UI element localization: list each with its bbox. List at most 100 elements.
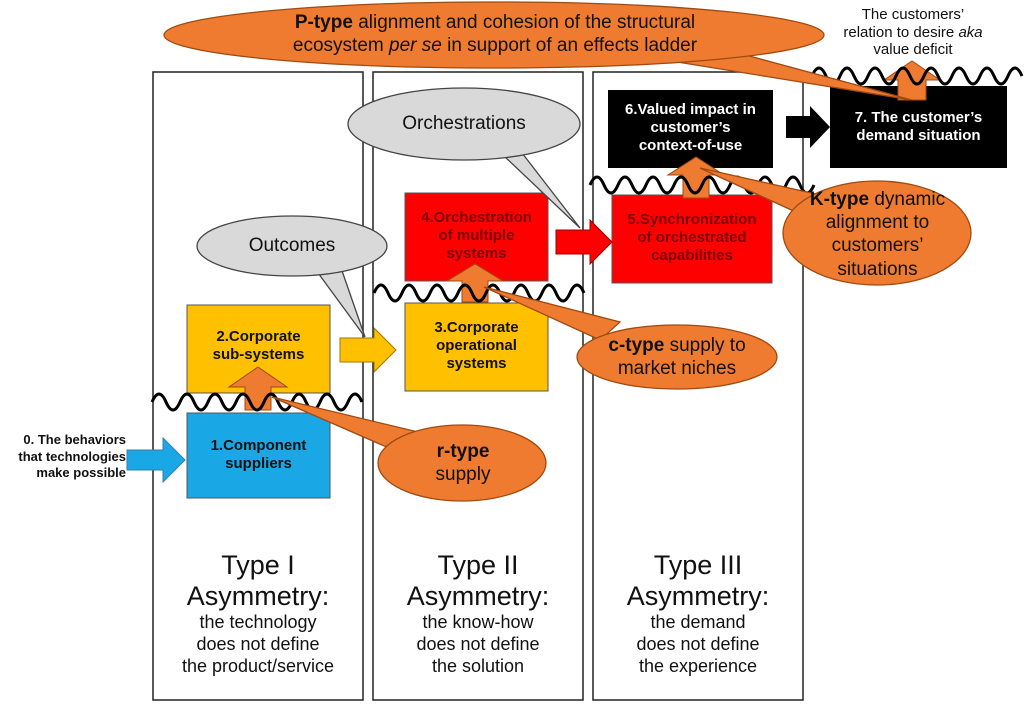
box-corporate-operational bbox=[404, 302, 549, 392]
orchestrations-callout bbox=[347, 87, 581, 161]
box-label-line: customer’s bbox=[650, 119, 731, 136]
p-type-line2a: ecosystem bbox=[292, 35, 389, 57]
k-type-line-1: K-type dynamic bbox=[790, 188, 965, 211]
box-label-line: 1.Component bbox=[210, 437, 307, 454]
box-component-suppliers bbox=[186, 412, 331, 499]
box-valued-impact bbox=[608, 90, 773, 168]
panel-desc-line: does not define bbox=[416, 634, 540, 655]
box-label-line: operational bbox=[436, 337, 517, 354]
input-arrow bbox=[126, 436, 186, 484]
up-arrow-3-4 bbox=[445, 263, 505, 303]
top-right-line-3: value deficit bbox=[873, 41, 953, 59]
arrow-6-to-7 bbox=[786, 106, 830, 148]
p-type-line-2: ecosystem per se in support of an effect… bbox=[170, 34, 820, 57]
up-arrow-5-6 bbox=[666, 156, 726, 199]
outcomes-callout bbox=[196, 215, 388, 277]
box-valued-impact-label: 6.Valued impact in customer’s context-of… bbox=[608, 101, 773, 155]
start-label-line: 0. The behaviors bbox=[23, 432, 126, 447]
panel-type-3 bbox=[592, 71, 804, 701]
box-label-line: of multiple bbox=[438, 227, 515, 244]
panel-subtitle: Asymmetry: bbox=[406, 581, 550, 612]
panel-title: Type II bbox=[437, 550, 519, 580]
box-synchronization bbox=[611, 194, 773, 284]
p-type-keyword: P-type bbox=[294, 12, 353, 33]
panel-type-2 bbox=[372, 71, 584, 701]
panel-title: Type III bbox=[653, 550, 743, 580]
c-type-line-2: market niches bbox=[617, 358, 737, 380]
panel-desc-line: the solution bbox=[431, 656, 525, 676]
up-arrow-1-2 bbox=[227, 366, 289, 411]
p-type-bubble bbox=[163, 1, 825, 69]
r-type-bubble bbox=[377, 424, 547, 502]
box-label-line: 6.Valued impact in bbox=[625, 101, 756, 118]
panel-desc-line: the know-how bbox=[422, 612, 534, 633]
r-type-keyword: r-type bbox=[436, 441, 490, 462]
r-type-line-1: r-type bbox=[388, 440, 538, 463]
arrow-4-to-5 bbox=[555, 218, 613, 266]
arrow-2-to-3 bbox=[339, 326, 397, 374]
panel-desc-line: the product/service bbox=[181, 656, 335, 676]
start-label: 0. The behaviors that technologies make … bbox=[0, 432, 126, 482]
panel-subtitle: Asymmetry: bbox=[626, 581, 770, 612]
r-type-line-2: supply bbox=[435, 464, 491, 486]
r-type-text: r-type supply bbox=[388, 440, 538, 486]
p-type-rest: alignment and cohesion of the structural bbox=[352, 12, 696, 33]
c-type-bubble-tail bbox=[483, 286, 622, 341]
top-right-line2a: relation to desire bbox=[843, 23, 959, 41]
k-type-text: K-type dynamic alignment to customers’ s… bbox=[790, 188, 965, 281]
box-label-line: capabilities bbox=[651, 247, 733, 264]
panel-caption-type-3: Type III Asymmetry: the demand does not … bbox=[593, 550, 803, 678]
k-type-rest: dynamic bbox=[869, 189, 946, 210]
c-type-text: c-type supply to market niches bbox=[582, 334, 772, 380]
k-type-line-3: customers’ bbox=[831, 235, 924, 257]
start-label-line: make possible bbox=[36, 465, 126, 481]
top-right-italic: aka bbox=[958, 23, 983, 41]
box-label-line: context-of-use bbox=[638, 137, 743, 154]
panel-desc-line: does not define bbox=[636, 634, 760, 655]
k-type-line-2: alignment to bbox=[825, 212, 930, 234]
box-label-line: 3.Corporate bbox=[434, 319, 519, 336]
k-type-line-4: situations bbox=[837, 258, 918, 280]
c-type-keyword: c-type bbox=[608, 335, 665, 356]
panel-desc-line: the experience bbox=[638, 656, 758, 676]
box-demand-situation-label: 7. The customer’s demand situation bbox=[830, 109, 1007, 145]
top-right-line-2: relation to desire aka bbox=[818, 24, 1008, 42]
p-type-text: P-type alignment and cohesion of the str… bbox=[170, 11, 820, 57]
panel-desc-line: does not define bbox=[196, 634, 320, 655]
panel-subtitle: Asymmetry: bbox=[186, 581, 330, 612]
box-corporate-subsystems-label: 2.Corporate sub-systems bbox=[187, 328, 330, 364]
box-label-line: 5.Synchronization bbox=[627, 211, 757, 228]
box-component-suppliers-label: 1.Component suppliers bbox=[187, 437, 330, 473]
wave-type-1 bbox=[150, 392, 364, 412]
box-label-line: systems bbox=[446, 355, 507, 372]
k-type-bubble bbox=[782, 180, 972, 286]
wave-demand bbox=[810, 66, 1024, 86]
panel-title: Type I bbox=[221, 550, 295, 580]
outcomes-label: Outcomes bbox=[248, 235, 336, 256]
panel-caption-type-2: Type II Asymmetry: the know-how does not… bbox=[373, 550, 583, 678]
box-label-line: 4.Orchestration bbox=[421, 209, 532, 226]
box-label-line: sub-systems bbox=[212, 346, 305, 363]
c-type-line-1: c-type supply to bbox=[582, 334, 772, 357]
orchestrations-label: Orchestrations bbox=[402, 113, 526, 134]
box-label-line: systems bbox=[446, 245, 507, 262]
box-corporate-operational-label: 3.Corporate operational systems bbox=[405, 319, 548, 373]
box-label-line: suppliers bbox=[225, 455, 292, 472]
c-type-rest: supply to bbox=[664, 335, 746, 356]
box-synchronization-label: 5.Synchronization of orchestrated capabi… bbox=[608, 211, 776, 265]
top-right-line-1: The customers’ bbox=[861, 6, 965, 23]
panel-desc-line: the technology bbox=[199, 612, 317, 633]
p-type-line-1: P-type alignment and cohesion of the str… bbox=[170, 11, 820, 34]
panel-desc-line: the demand bbox=[650, 612, 746, 633]
panel-caption-type-1: Type I Asymmetry: the technology does no… bbox=[153, 550, 363, 678]
box-label-line: of orchestrated bbox=[637, 229, 747, 246]
k-type-keyword: K-type bbox=[809, 189, 870, 210]
wave-type-2 bbox=[372, 283, 586, 303]
box-orchestration-label: 4.Orchestration of multiple systems bbox=[405, 209, 548, 263]
box-label-line: demand situation bbox=[856, 127, 981, 144]
start-label-line: that technologies bbox=[18, 448, 126, 464]
c-type-bubble bbox=[576, 324, 778, 390]
p-type-line2b: in support of an effects ladder bbox=[441, 35, 698, 57]
